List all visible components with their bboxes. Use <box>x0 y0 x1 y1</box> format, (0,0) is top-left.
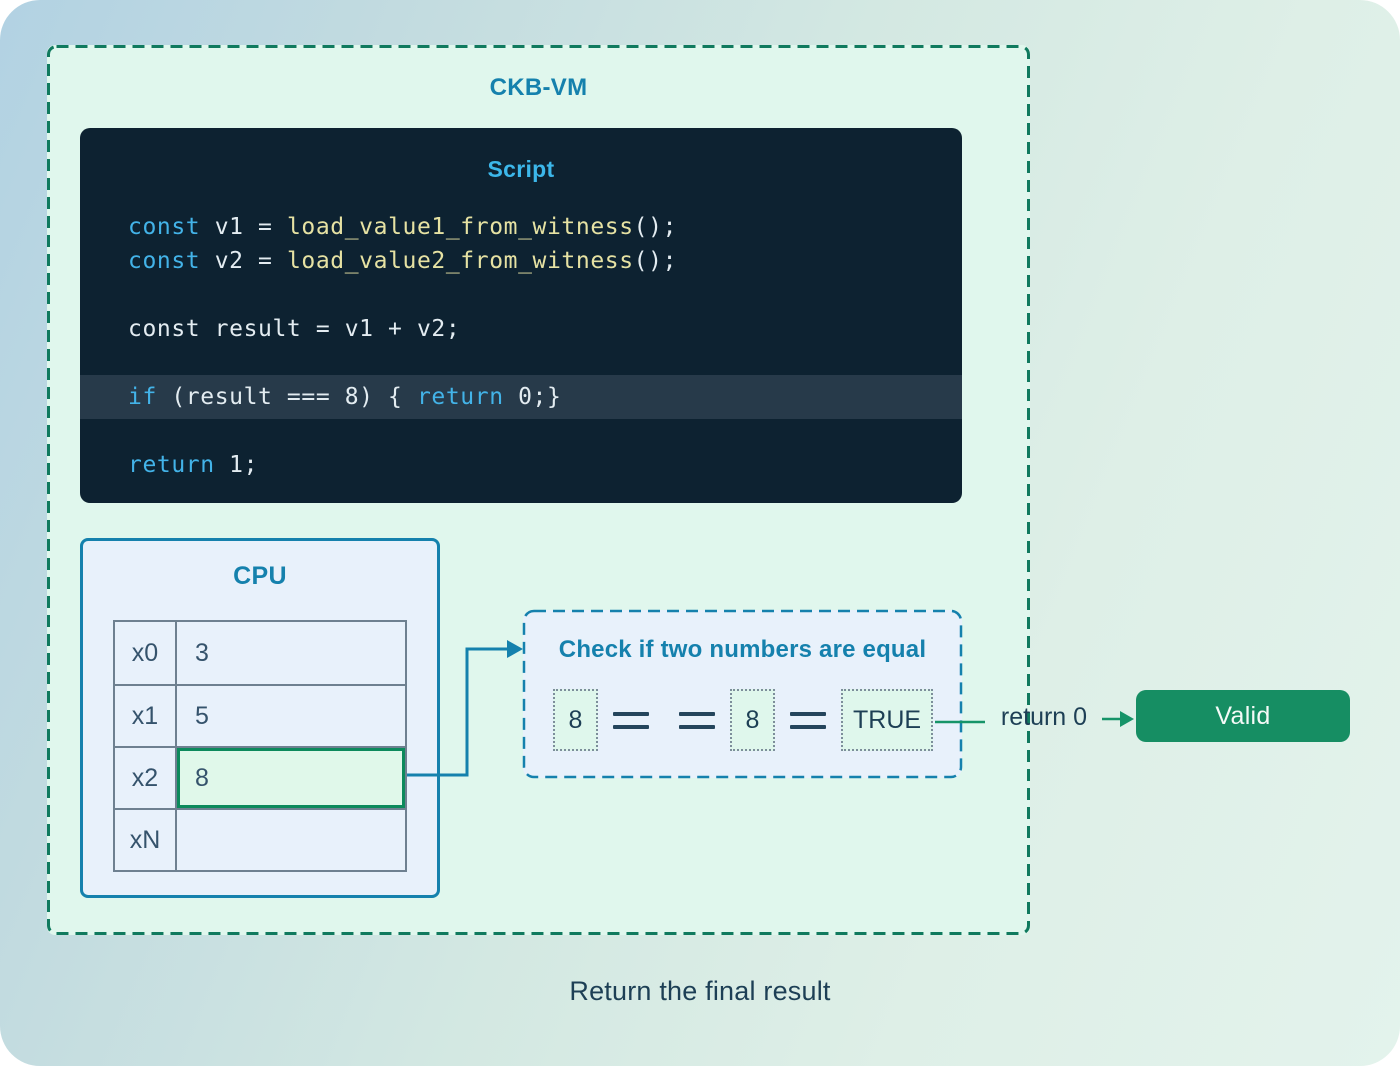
equals-bar <box>790 724 826 729</box>
code-line <box>80 414 962 448</box>
code-token: 1; <box>214 452 259 478</box>
code-token: load_value1_from_witness <box>286 214 634 240</box>
check-expression-row: 8 8 TRUE <box>523 689 962 751</box>
register-value-highlighted: 8 <box>177 748 405 808</box>
check-box: Check if two numbers are equal 8 8 TRUE <box>523 610 962 778</box>
value-box: 8 <box>730 689 775 751</box>
equals-icon <box>790 711 826 729</box>
equals-icon <box>679 711 715 729</box>
code-token: const <box>128 214 201 240</box>
register-name: x2 <box>115 748 177 808</box>
script-title: Script <box>487 156 555 182</box>
equals-bar <box>613 711 649 716</box>
code-token: v2 = <box>200 248 287 274</box>
code-line <box>80 278 962 312</box>
return-0-label: return 0 <box>1000 703 1088 731</box>
return-to-valid-arrowhead-icon <box>1120 711 1134 727</box>
cpu-title: CPU <box>233 562 287 590</box>
check-box-title: Check if two numbers are equal <box>558 636 927 663</box>
script-code-block: Script const v1 = load_value1_from_witne… <box>80 128 962 503</box>
register-value: 5 <box>195 701 209 730</box>
code-token: const <box>128 248 201 274</box>
register-name: xN <box>115 810 177 870</box>
register-row: xN <box>115 808 405 870</box>
code-token: if <box>128 384 157 410</box>
equals-icon <box>613 711 649 729</box>
equals-bar <box>679 724 715 729</box>
code-line: const result = v1 + v2; <box>80 312 962 346</box>
code-token: (); <box>633 248 678 274</box>
equals-bar <box>613 724 649 729</box>
value-box: 8 <box>553 689 598 751</box>
code-token: 0;} <box>503 384 562 410</box>
caption-return-final-result: Return the final result <box>569 976 831 1006</box>
equals-bar <box>679 711 715 716</box>
register-name: x0 <box>115 622 177 684</box>
register-row: x0 3 <box>115 622 405 684</box>
code-line: return 1; <box>80 448 962 482</box>
code-token: return <box>128 452 215 478</box>
code-token: (result === 8) { <box>156 384 417 410</box>
code-token: const result = v1 + v2; <box>128 316 461 342</box>
value-box: TRUE <box>841 689 934 751</box>
code-line: const v2 = load_value2_from_witness(); <box>80 244 962 278</box>
code-line: const v1 = load_value1_from_witness(); <box>80 210 962 244</box>
equals-bar <box>790 711 826 716</box>
ckb-vm-title: CKB-VM <box>489 74 588 101</box>
code-line-highlighted: if (result === 8) { return 0;} <box>80 375 962 419</box>
valid-badge: Valid <box>1136 690 1350 742</box>
register-name: x1 <box>115 686 177 746</box>
register-row: x1 5 <box>115 684 405 746</box>
code-lines: const v1 = load_value1_from_witness();co… <box>80 210 962 482</box>
code-token: load_value2_from_witness <box>286 248 634 274</box>
register-value <box>177 810 405 870</box>
code-token: v1 = <box>200 214 287 240</box>
code-token: (); <box>633 214 678 240</box>
code-token: return <box>416 384 504 410</box>
register-value: 3 <box>195 638 209 667</box>
